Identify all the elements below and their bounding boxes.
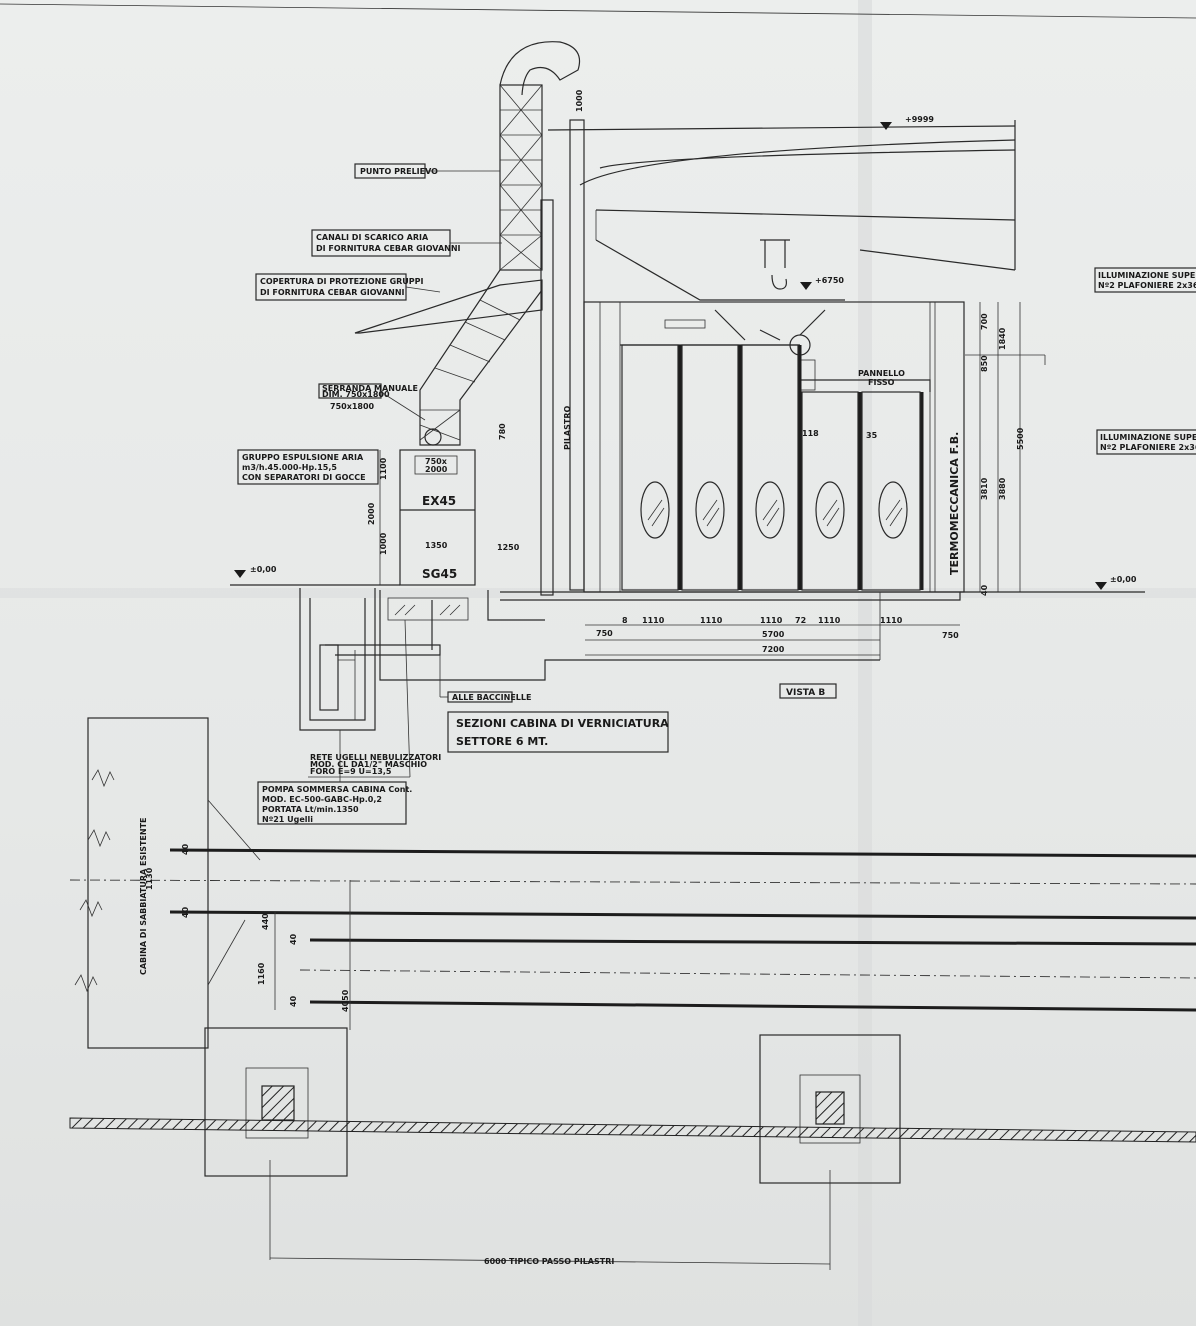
fold-shadow-horizontal [0,588,1196,598]
serranda-l2: DIM. 750x1800 [322,390,390,399]
dim-700: 700 [980,313,989,330]
punto-prelievo-label: PUNTO PRELIEVO [360,167,438,176]
plan-dim-40d: 40 [289,995,298,1007]
gruppo-l1: GRUPPO ESPULSIONE ARIA [242,453,364,462]
plan-dim-40c: 40 [289,933,298,945]
dim-750: 750 [596,629,613,638]
pompa-l1: POMPA SOMMERSA CABINA Cont. [262,785,412,794]
pompa-l3: PORTATA Lt/min.1350 [262,805,359,814]
dim-5700: 5700 [762,630,785,639]
pilastro-label: PILASTRO [563,405,572,450]
dim-35: 35 [866,431,878,440]
canali-l2: DI FORNITURA CEBAR GIOVANNI [316,244,461,253]
dim-1110e: 1110 [880,616,903,625]
dim-2000: 2000 [367,502,376,525]
alle-baccinelle-label: ALLE BACCINELLE [452,693,531,702]
dim-1350: 1350 [425,541,448,550]
rete-l1: RETE UGELLI NEBULIZZATORI [310,753,441,762]
dim-1110a: 1110 [642,616,665,625]
dim-3880: 3880 [998,477,1007,500]
level-top: +9999 [905,115,934,124]
serranda-l1: SERRANDA MANUALE [322,384,418,393]
canali-l1: CANALI DI SCARICO ARIA [316,233,429,242]
serranda-l3: 750x1800 [330,402,375,411]
dim-5500: 5500 [1016,427,1025,450]
pannello-l2: FISSO [868,378,895,387]
plan-dim-40b: 40 [181,906,190,918]
spray-booth: PANNELLO FISSO 118 35 TERMOMECCANICA F.B… [583,301,1046,596]
booth-floor-dimensions: 750 8 1110 1110 1110 72 1110 1110 5700 7… [585,616,960,656]
sheet-border-top [0,3,1196,19]
illum-1-l1: ILLUMINAZIONE SUPERIORE [1098,271,1196,280]
dim-1250: 1250 [497,543,520,552]
dim-1100: 1100 [379,457,388,480]
sg45-label: SG45 [422,567,457,581]
plan-dim-40a: 40 [181,843,190,855]
plan-dim-1130: 1130 [145,867,154,890]
copertura-l1: COPERTURA DI PROTEZIONE GRUPPI [260,277,424,286]
dim-7200: 7200 [762,645,785,654]
rete-l3: FORO E=9 U=13,5 [310,767,392,776]
dim-850: 850 [980,355,989,372]
pompa-l2: MOD. EC-500-GABC-Hp.0,2 [262,795,382,804]
plan-dim-1160: 1160 [257,962,266,985]
dim-40: 40 [980,584,989,596]
box-dim-2: 2000 [425,465,448,474]
exhaust-group: EX45 SG45 750x 2000 1350 1250 1100 2000 … [367,428,520,586]
dim-118: 118 [802,429,819,438]
building-structure: PILASTRO 780 1000 +9999 +6750 [498,89,1016,596]
pannello-l1: PANNELLO [858,369,905,378]
fold-shadow-vertical [858,0,872,1326]
vista-b-label: VISTA B [786,688,825,698]
dim-72: 72 [795,616,806,625]
pompa-l4: Nº21 Ugelli [262,815,313,824]
level-floor-right: ±0,00 [1110,575,1137,584]
title-line-2: SETTORE 6 MT. [456,735,548,748]
callout-labels: PUNTO PRELIEVO CANALI DI SCARICO ARIA DI… [237,163,1196,825]
ex45-label: EX45 [422,494,456,508]
illum-1-l2: Nº2 PLAFONIERE 2x36 [1098,281,1196,290]
level-floor-left: ±0,00 [250,565,277,574]
dim-1110c: 1110 [760,616,783,625]
illum-2-l1: ILLUMINAZIONE SUPERIORE [1100,433,1196,442]
plan-view: CABINA DI SABBIATURA ESISTENTE 40 1130 4… [69,717,1196,1270]
dim-1110d: 1110 [818,616,841,625]
box-dim-1: 750x [425,457,448,466]
dim-3810: 3810 [980,477,989,500]
gruppo-l3: CON SEPARATORI DI GOCCE [242,473,366,482]
dim-1110b: 1110 [700,616,723,625]
brand-label: TERMOMECCANICA F.B. [948,432,961,575]
level-mid: +6750 [815,276,844,285]
plan-dim-4050: 4050 [341,989,350,1012]
copertura-l2: DI FORNITURA CEBAR GIOVANNI [260,288,405,297]
dim-8: 8 [622,616,628,625]
illum-2-l2: Nº2 PLAFONIERE 2x36 [1100,443,1196,452]
floor-and-pit: ±0,00 ±0,00 [230,565,1145,731]
dim-1840: 1840 [998,327,1007,350]
cabina-side-label: CABINA DI SABBIATURA ESISTENTE [139,818,148,976]
dim-1000: 1000 [575,89,584,112]
booth-door-panels [621,344,924,591]
title-line-1: SEZIONI CABINA DI VERNICIATURA [456,717,669,730]
plan-dim-440: 440 [261,913,270,930]
passo-label: 6000 TIPICO PASSO PILASTRI [484,1257,614,1266]
dim-1000b: 1000 [379,532,388,555]
gruppo-l2: m3/h.45.000-Hp.15,5 [242,463,337,472]
dim-780: 780 [498,423,507,440]
title-box [447,711,669,753]
rete-l2: MOD. CL DA1/2" MASCHIO [310,760,427,769]
dim-750b: 750 [942,631,959,640]
